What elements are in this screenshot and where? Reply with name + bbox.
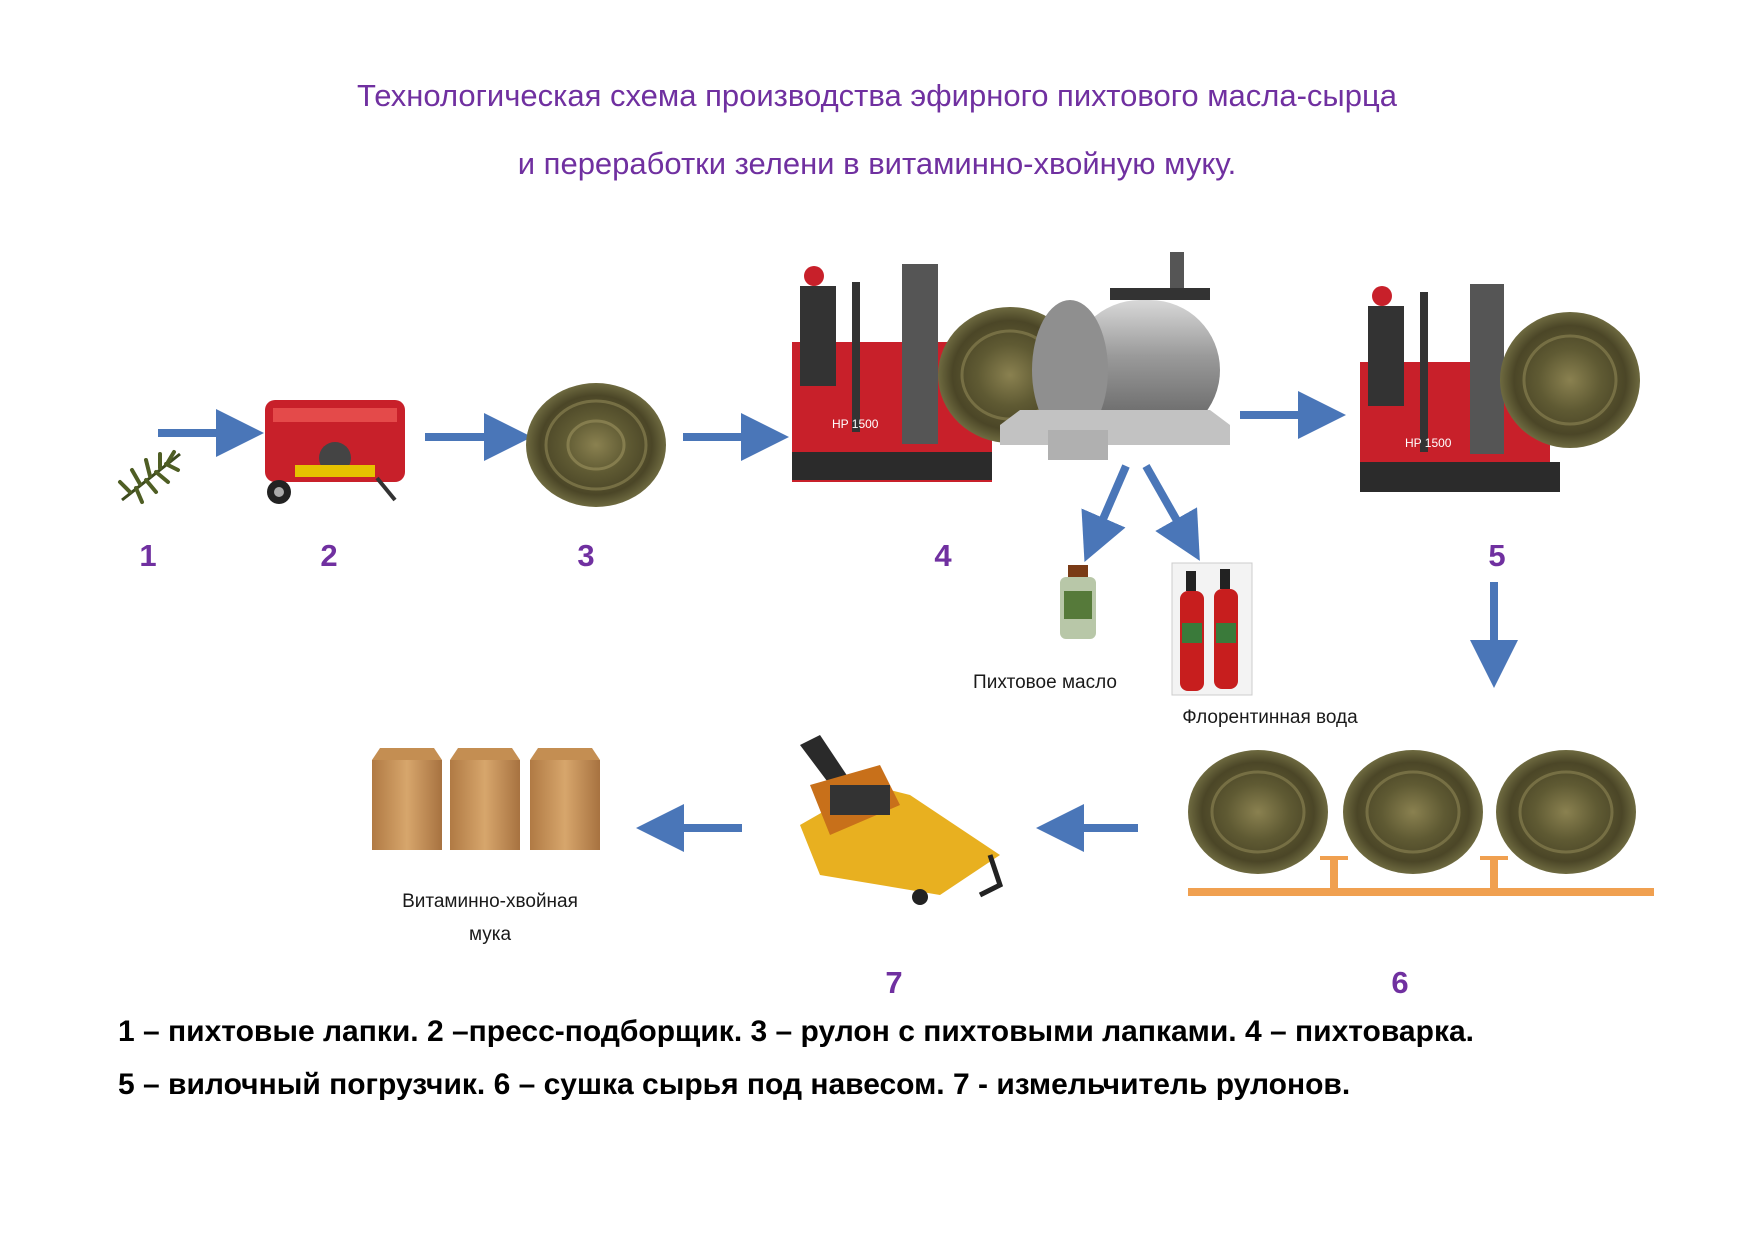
paper-bag-icon [372,748,442,850]
bale-icon [1343,750,1483,874]
step-number-6: 6 [1391,965,1409,1000]
bale-icon [1188,750,1328,874]
step-number-5: 5 [1488,538,1506,573]
title-line-2: и переработки зелени в витаминно-хвойную… [517,146,1237,181]
bale-icon [1500,312,1640,448]
water-bottles-icon [1171,562,1253,696]
flour-caption-line-1: Витаминно-хвойная [402,891,578,912]
florentine-water-caption: Флорентинная вода [1182,707,1358,728]
step-number-3: 3 [577,538,595,573]
legend-line-1: 1 – пихтовые лапки. 2 –пресс-подборщик. … [118,1015,1474,1048]
step-number-2: 2 [320,538,338,573]
step-number-7: 7 [885,965,903,1000]
step-number-4: 4 [934,538,952,573]
arrow-icon [1081,464,1130,563]
oil-bottle-icon [1060,565,1096,639]
bale-icon [1496,750,1636,874]
boiler-tank-icon [1000,252,1230,460]
bale-icon [526,383,666,507]
paper-bag-icon [530,748,600,850]
loader-badge: HP 1500 [1405,436,1452,450]
legend-line-2: 5 – вилочный погрузчик. 6 – сушка сырья … [118,1068,1351,1101]
loader-icon: HP 1500 [1360,284,1560,492]
flour-caption-line-2: мука [468,924,512,945]
loader-badge: HP 1500 [832,417,879,431]
title-line-1: Технологическая схема производства эфирн… [357,78,1397,113]
paper-bag-icon [450,748,520,850]
bale-shredder-icon [800,735,1004,905]
arrow-icon [1142,464,1200,561]
drying-rack-icon [1188,750,1654,896]
fir-oil-caption: Пихтовое масло [973,672,1117,693]
fir-branch-icon [118,450,181,504]
baler-icon [265,400,405,504]
step-number-1: 1 [139,538,157,573]
